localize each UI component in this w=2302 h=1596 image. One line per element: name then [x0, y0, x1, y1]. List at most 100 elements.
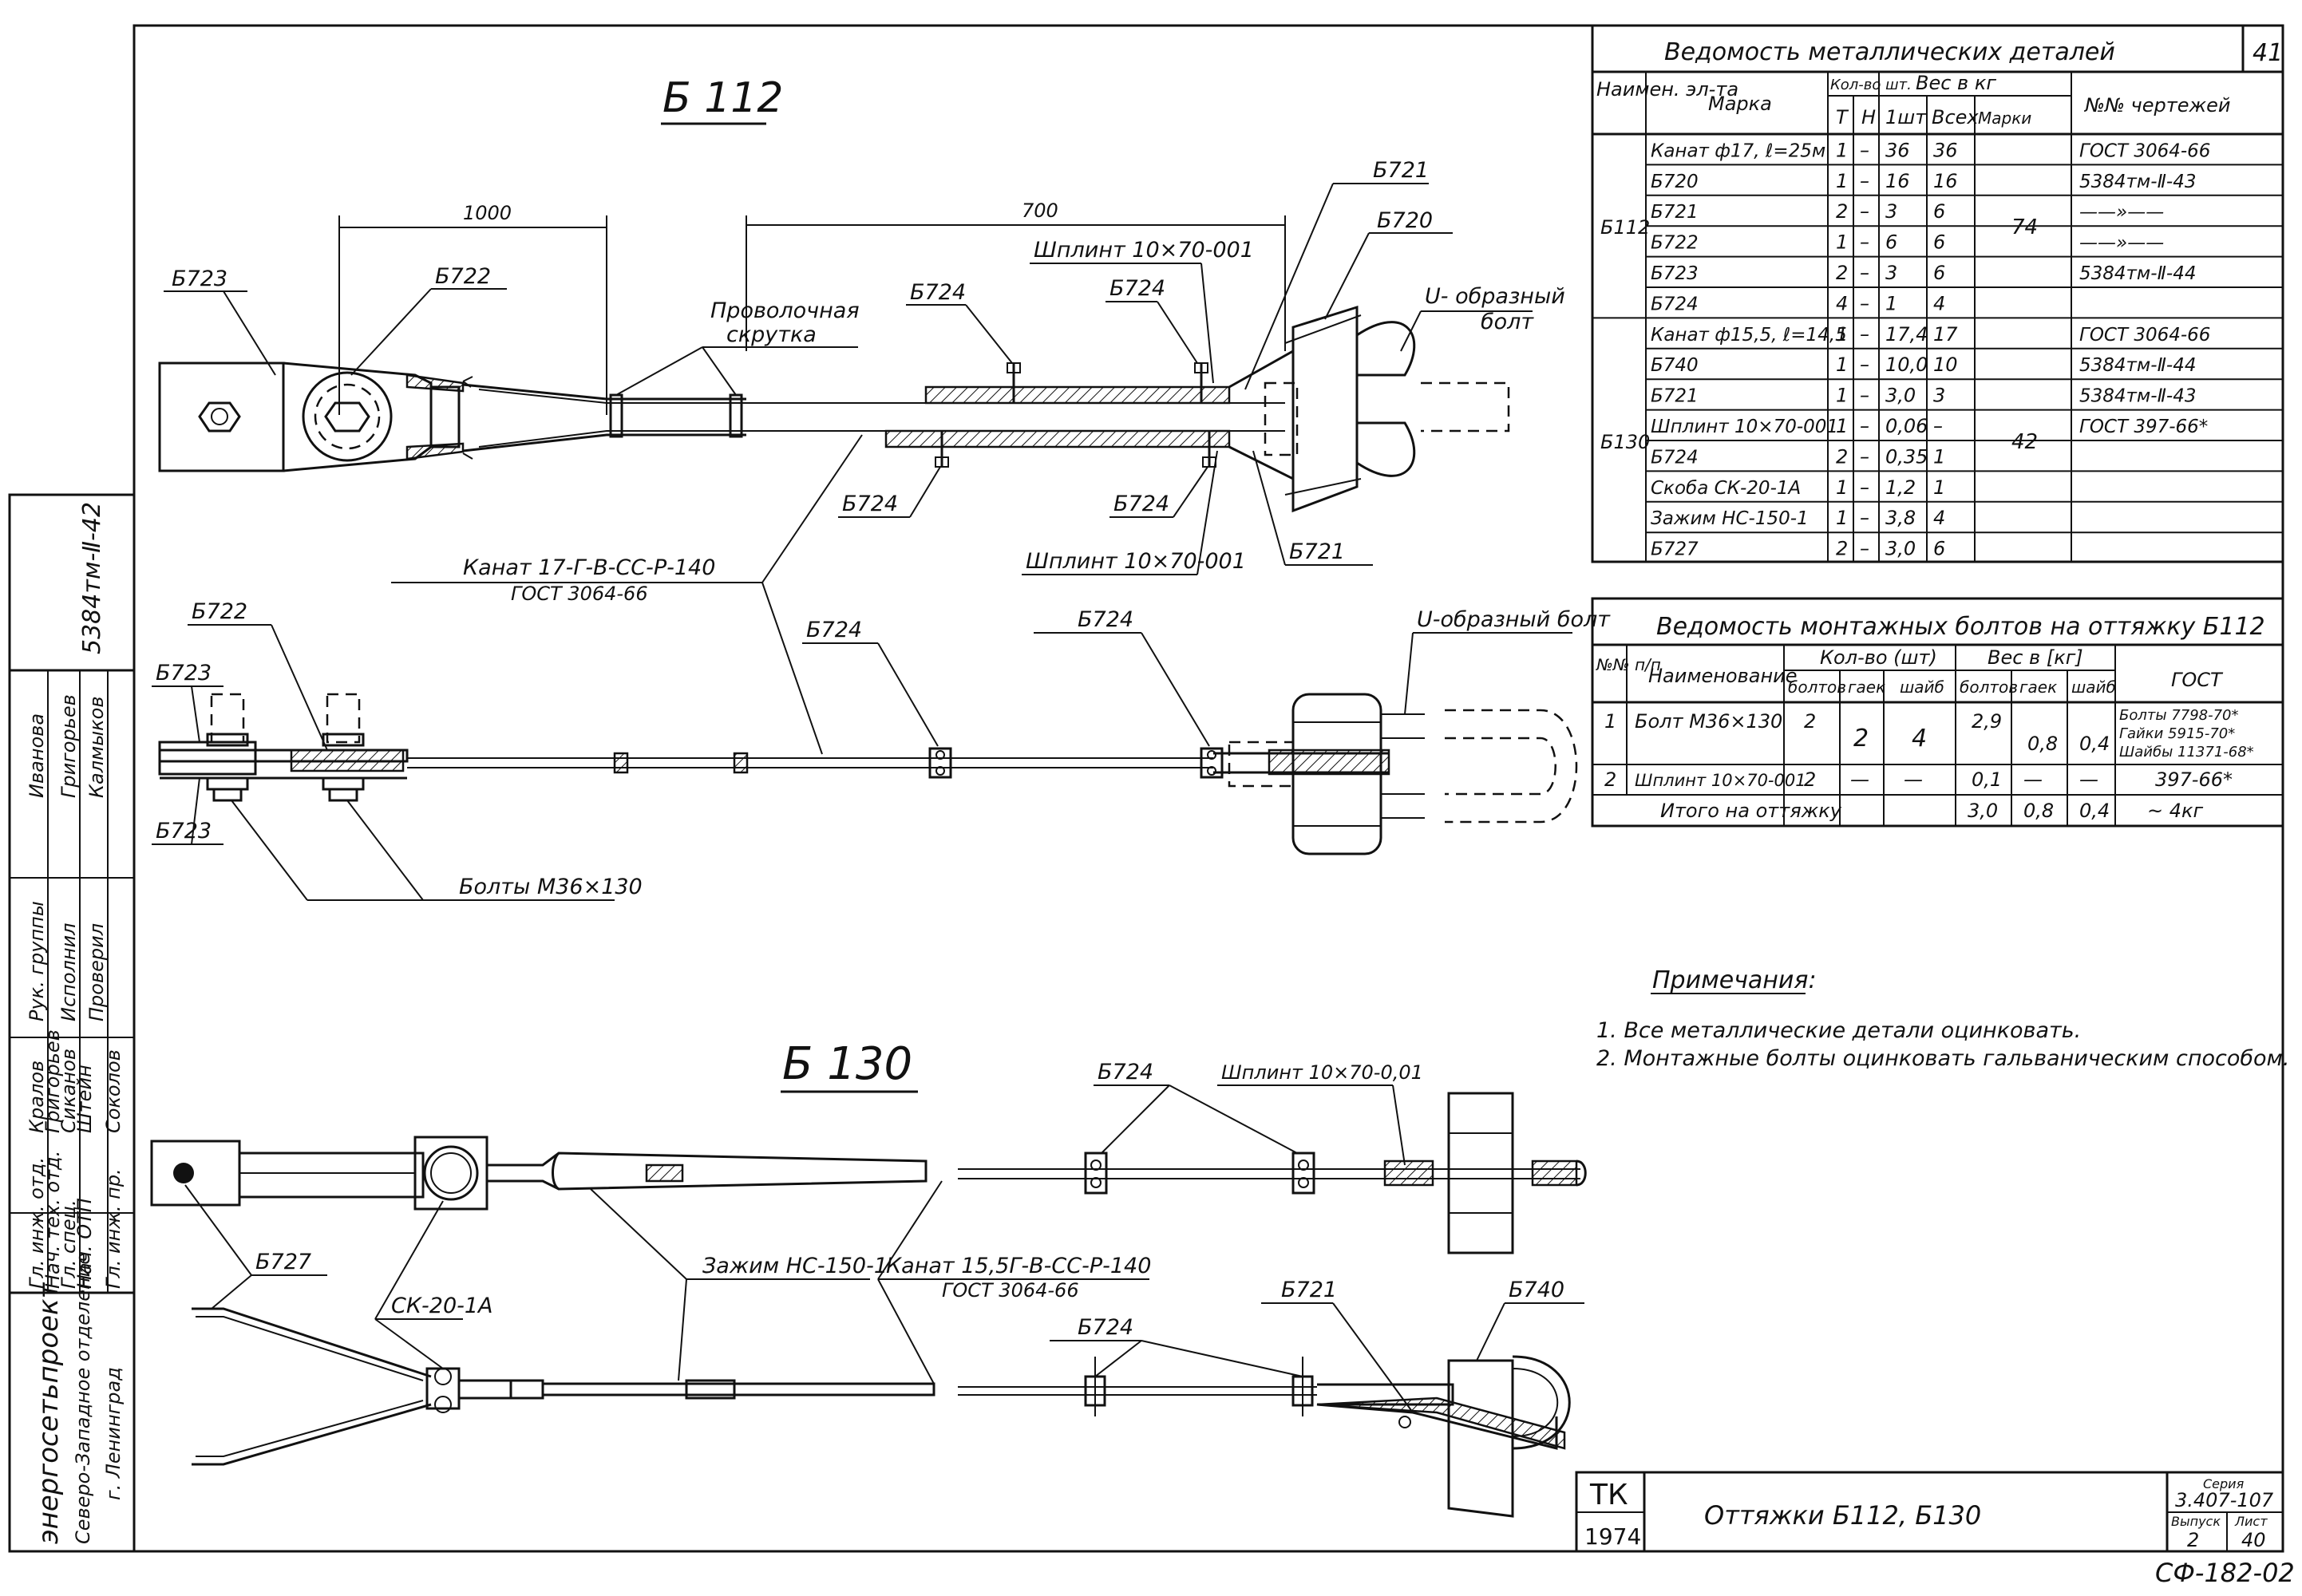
- metal-cell-t: 4: [1836, 292, 1848, 314]
- b112-top-view: Б 112 1000 700: [158, 74, 1510, 513]
- hdr-weight: Вес в кг: [1916, 72, 1996, 94]
- issue-label: Выпуск: [2171, 1514, 2221, 1529]
- metal-cell-w1: 17,4: [1885, 323, 1928, 346]
- sign-name-3: Калмыков: [85, 697, 108, 798]
- bhdr-name: Наименование: [1648, 665, 1798, 687]
- b-row1-wbolts: 2,9: [1972, 710, 2002, 733]
- sign-name-1: Иванова: [26, 713, 48, 798]
- metal-group-elem: Б130: [1600, 431, 1650, 453]
- b-row1-gost-2: Гайки 5915-70*: [2119, 725, 2235, 742]
- metal-cell-wall: 1: [1933, 476, 1945, 499]
- b-row1-gost-3: Шайбы 11371-68*: [2119, 744, 2254, 760]
- metal-cell-mark: Б721: [1651, 202, 1699, 223]
- lbl-b724-top-4: Б724: [1113, 492, 1169, 516]
- metal-cell-mark: Зажим НС-150-1: [1651, 508, 1809, 529]
- lbl-b721-top-2: Б721: [1289, 539, 1345, 564]
- hdr-qty: Кол-во шт.: [1830, 77, 1912, 93]
- lbl-ubolt-1: U- образный: [1425, 284, 1565, 309]
- metal-cell-wall: 3: [1933, 385, 1945, 407]
- bhdr-w-nuts: гаек: [2019, 678, 2057, 697]
- lbl-b724-side-1: Б724: [806, 618, 862, 642]
- b112-side-view: [158, 693, 1578, 855]
- sheet-title: Оттяжки Б112, Б130: [1704, 1500, 1981, 1531]
- dim-700: 700: [1022, 200, 1058, 222]
- lbl-b727: Б727: [255, 1250, 311, 1274]
- sign2-role-1: Гл. инж. отд.: [26, 1157, 48, 1289]
- metal-cell-w1: 1,2: [1885, 476, 1916, 499]
- b-row2-name: Шплинт 10×70-001: [1635, 771, 1806, 790]
- lbl-cable-2: ГОСТ 3064-66: [511, 583, 648, 605]
- bhdr-w-bolts: болтов: [1960, 678, 2018, 697]
- sign-role-2: Исполнил: [57, 923, 80, 1022]
- metal-cell-t: 1: [1836, 476, 1848, 499]
- metal-cell-n: –: [1860, 354, 1869, 376]
- lbl-cable-1: Канат 17-Г-В-СС-Р-140: [463, 555, 715, 580]
- series-label: Серия: [2203, 1476, 2245, 1491]
- metal-cell-w1: 0,06: [1885, 415, 1928, 437]
- metal-cell-mark: Б723: [1651, 263, 1699, 284]
- b-row1-gost-1: Болты 7798-70*: [2119, 707, 2239, 724]
- hdr-drawings: №№ чертежей: [2083, 94, 2230, 117]
- metal-cell-w1: 3: [1885, 200, 1897, 223]
- b-row2-gost: 397-66*: [2155, 768, 2233, 791]
- b-row1-bolts: 2: [1804, 710, 1816, 733]
- metal-cell-t: 2: [1836, 538, 1848, 560]
- page-value: 40: [2241, 1529, 2266, 1551]
- sign2-name-1: Кралов: [26, 1061, 48, 1133]
- metal-cell-doc: ГОСТ 3064-66: [2079, 325, 2210, 346]
- metal-cell-wall: 36: [1933, 139, 1958, 161]
- lbl-b130-b724-2: Б724: [1078, 1315, 1133, 1340]
- metal-cell-wall: 6: [1933, 200, 1945, 223]
- b112-title: Б 112: [663, 74, 783, 122]
- org-line-1: энергосетьпроект: [33, 1282, 65, 1544]
- bhdr-nuts: гаек: [1848, 678, 1885, 697]
- metal-cell-w1: 6: [1885, 231, 1897, 254]
- sign-role-1: Рук. группы: [26, 901, 48, 1021]
- b-row2-bolts: 2: [1804, 768, 1816, 791]
- bhdr-washers: шайб: [1900, 678, 1944, 697]
- metal-cell-t: 2: [1836, 262, 1848, 284]
- metal-cell-mark: Канат ф15,5, ℓ=14,5: [1651, 325, 1847, 346]
- lbl-twist-1: Проволочная: [710, 298, 860, 323]
- metal-cell-w1: 3,8: [1885, 507, 1916, 529]
- metal-cell-w1: 16: [1885, 170, 1910, 192]
- metal-cell-n: –: [1860, 323, 1869, 346]
- lbl-b724-top-3: Б724: [842, 492, 898, 516]
- title-block: ТК 1974 Оттяжки Б112, Б130 Серия 3.407-1…: [1575, 1471, 2284, 1553]
- metal-cell-n: –: [1860, 200, 1869, 223]
- b-row2-wbolts: 0,1: [1972, 768, 2002, 791]
- metal-cell-wall: 4: [1933, 507, 1945, 529]
- metal-cell-doc: 5384тм-Ⅱ-44: [2079, 355, 2196, 376]
- lbl-b720: Б720: [1377, 208, 1433, 233]
- metal-cell-doc: ——»——: [2079, 202, 2164, 223]
- b-row1-washers: 4: [1912, 725, 1927, 753]
- b-row1-wwashers: 0,4: [2079, 733, 2110, 755]
- lbl-b130-cable-1: Канат 15,5Г-В-СС-Р-140: [886, 1254, 1151, 1278]
- b-row1-num: 1: [1604, 710, 1616, 733]
- lbl-b724-top-2: Б724: [1109, 276, 1165, 301]
- b-row2-wwashers: —: [2079, 768, 2098, 791]
- sign2-name-5: Соколов: [102, 1049, 125, 1133]
- sign2-name-2: Григорьев: [42, 1029, 64, 1133]
- lbl-cotter-top: Шплинт 10×70-001: [1034, 238, 1254, 263]
- b130-top-view: Б 130: [150, 1038, 1587, 1254]
- metal-cell-n: –: [1860, 139, 1869, 161]
- bhdr-w-washers: шайб: [2071, 678, 2116, 697]
- metal-cell-mark: Б727: [1651, 539, 1699, 560]
- metal-cell-mark: Б721: [1651, 386, 1699, 407]
- lbl-b130-b724-1: Б724: [1098, 1060, 1153, 1084]
- bhdr-qty: Кол-во (шт): [1820, 646, 1937, 669]
- metal-cell-w1: 3,0: [1885, 385, 1916, 407]
- metal-cell-n: –: [1860, 231, 1869, 254]
- org-line-2: Северо-Западное отделение: [72, 1253, 94, 1544]
- metal-cell-wall: 17: [1933, 323, 1958, 346]
- lbl-b130-b721: Б721: [1281, 1278, 1337, 1302]
- lbl-b723-side-1: Б723: [156, 661, 212, 685]
- sheet-number: 41: [2253, 39, 2283, 67]
- hdr-t: Т: [1836, 106, 1849, 128]
- metal-cell-doc: ГОСТ 3064-66: [2079, 140, 2210, 161]
- lbl-b722-top: Б722: [435, 264, 491, 289]
- b-total-label: Итого на оттяжку: [1660, 800, 1842, 822]
